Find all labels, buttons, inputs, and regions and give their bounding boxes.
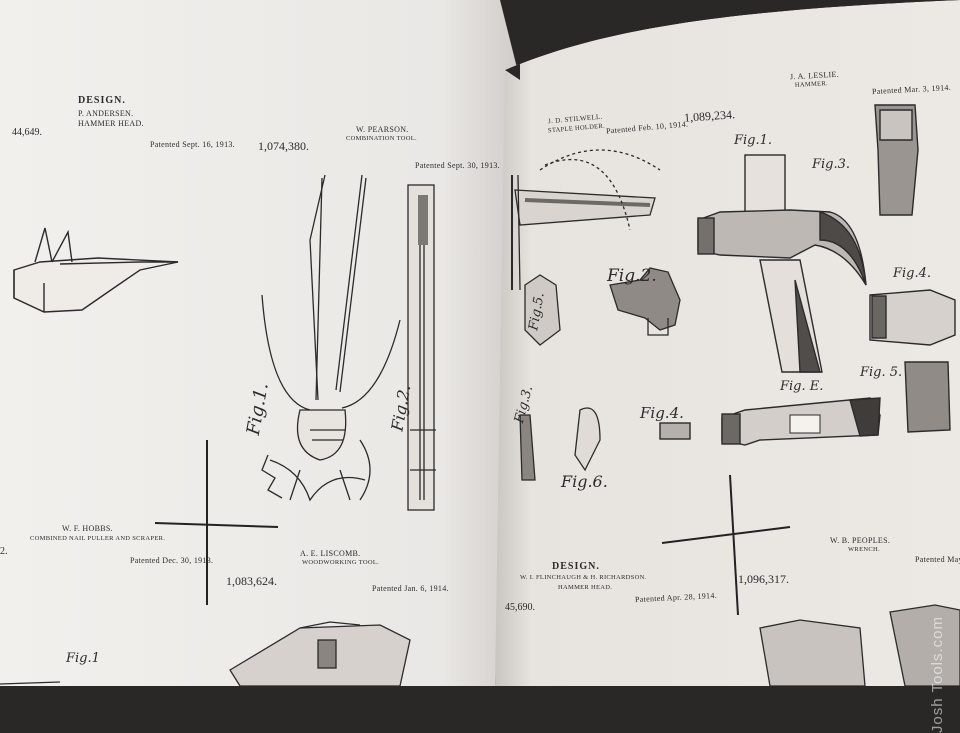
fig4b-right: Fig.4. [640,404,684,422]
fig5b-right: Fig. 5. [860,365,903,380]
pearson-number: 1,074,380. [258,139,309,153]
liscomb-inventor: A. E. LISCOMB. [300,549,361,558]
peoples-inventor: W. B. PEOPLES. [830,536,891,545]
design-date: Patented Sept. 16, 1913. [150,140,235,149]
design-subject-right: HAMMER HEAD. [558,584,613,591]
hammer-drawing [659,104,956,446]
combination-tool-drawing [261,174,436,511]
fig4-right: Fig.4. [893,266,932,281]
liscomb-subject: WOODWORKING TOOL. [302,559,380,566]
fig-e-right: Fig. E. [780,379,824,394]
liscomb-number: 1,083,624. [226,574,277,588]
liscomb-date: Patented Jan. 6, 1914. [372,584,449,593]
fig6-right: Fig.6. [561,472,608,491]
peoples-number: 1,096,317. [738,572,789,586]
peoples-date: Patented May [915,555,960,564]
peoples-subject: WRENCH. [848,546,880,553]
book-pages-drawing [0,0,960,686]
stilwell-number: 1,089,234. [683,107,736,125]
right-page [495,0,960,686]
pearson-date: Patented Sept. 30, 1913. [415,161,500,170]
left-page [0,0,520,686]
fig3-right: Fig.3. [812,157,851,172]
hammer-head-drawing [13,227,179,313]
design-number-right: 45,690. [505,602,535,613]
edge-number: 2. [0,546,8,557]
design-subject: HAMMER HEAD. [78,119,144,128]
bottom-fig-label: Fig.1 [66,651,100,666]
pearson-inventor: W. PEARSON. [356,125,409,134]
design-header: DESIGN. [78,95,126,106]
hobbs-subject: COMBINED NAIL PULLER AND SCRAPER. [30,535,166,542]
design-number: 44,649. [12,127,42,138]
hobbs-date: Patented Dec. 30, 1913. [130,556,214,565]
watermark: Josh Tools.com [929,616,946,733]
hobbs-inventor: W. F. HOBBS. [62,524,113,533]
fig1-right: Fig.1. [734,133,773,148]
design-header-right: DESIGN. [552,561,600,572]
design-inventors-right: W. I. FLINCHAUGH & H. RICHARDSON. [520,574,647,581]
claw-part-drawing [609,267,681,336]
staple-holder-drawing [511,149,661,481]
fig2-right: Fig.2. [607,266,657,286]
design-inventor: P. ANDERSEN. [78,109,134,118]
pearson-subject: COMBINATION TOOL. [346,135,417,142]
bottom-partial-drawings [0,604,960,686]
